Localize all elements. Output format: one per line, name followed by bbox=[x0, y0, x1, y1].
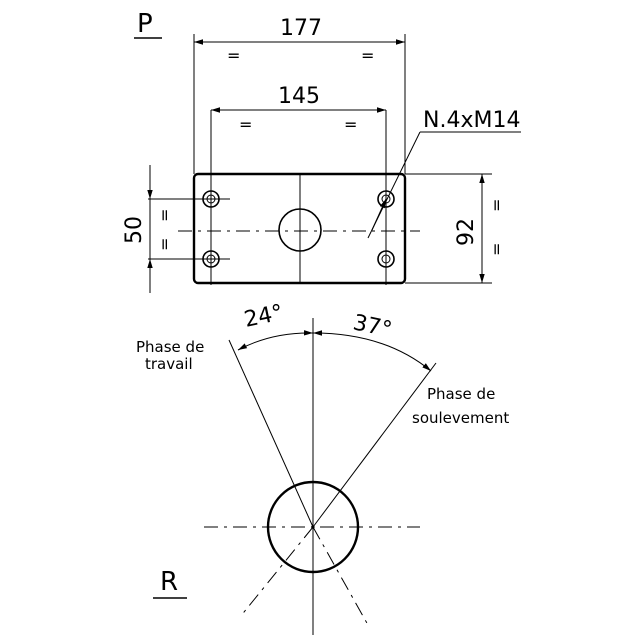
lift-phase-label-line1: Phase de bbox=[427, 385, 495, 403]
angle-37-value: 37° bbox=[351, 310, 394, 343]
dim-92-equal-bottom: = bbox=[487, 243, 506, 256]
dim-50-equal-top: = bbox=[155, 209, 174, 222]
dim-50-equal-bottom: = bbox=[155, 238, 174, 251]
dim-92-equal-top: = bbox=[487, 199, 506, 212]
view-label-p: P bbox=[137, 9, 153, 39]
work-phase-label-line2: travail bbox=[145, 355, 193, 373]
angle-arc-24 bbox=[237, 330, 314, 351]
dim-145-equal-right: = bbox=[344, 115, 357, 134]
lift-phase-label-line2: soulevement bbox=[412, 409, 509, 427]
angle-arc-37 bbox=[312, 330, 432, 372]
bottom-circle-center-point bbox=[311, 525, 315, 529]
work-phase-line-extension bbox=[312, 526, 369, 626]
thread-callout-arrow bbox=[371, 198, 387, 231]
work-phase-label-line1: Phase de bbox=[136, 338, 204, 356]
bottom-circle bbox=[266, 480, 360, 574]
dim-177-value: 177 bbox=[280, 16, 322, 41]
lift-phase-line-extension bbox=[239, 526, 314, 618]
central-bore bbox=[278, 208, 322, 252]
work-phase-line bbox=[228, 339, 314, 528]
dim-145-value: 145 bbox=[278, 84, 320, 109]
dim-92-value: 92 bbox=[454, 218, 479, 246]
dim-145-equal-left: = bbox=[239, 115, 252, 134]
lift-phase-line bbox=[312, 362, 437, 528]
dim-177-equal-left: = bbox=[227, 46, 240, 65]
dim-177-equal-right: = bbox=[361, 46, 374, 65]
angle-24-value: 24° bbox=[242, 300, 285, 333]
thread-callout-text: N.4xM14 bbox=[423, 108, 520, 133]
dim-50-value: 50 bbox=[122, 216, 147, 244]
view-label-r: R bbox=[160, 567, 178, 597]
